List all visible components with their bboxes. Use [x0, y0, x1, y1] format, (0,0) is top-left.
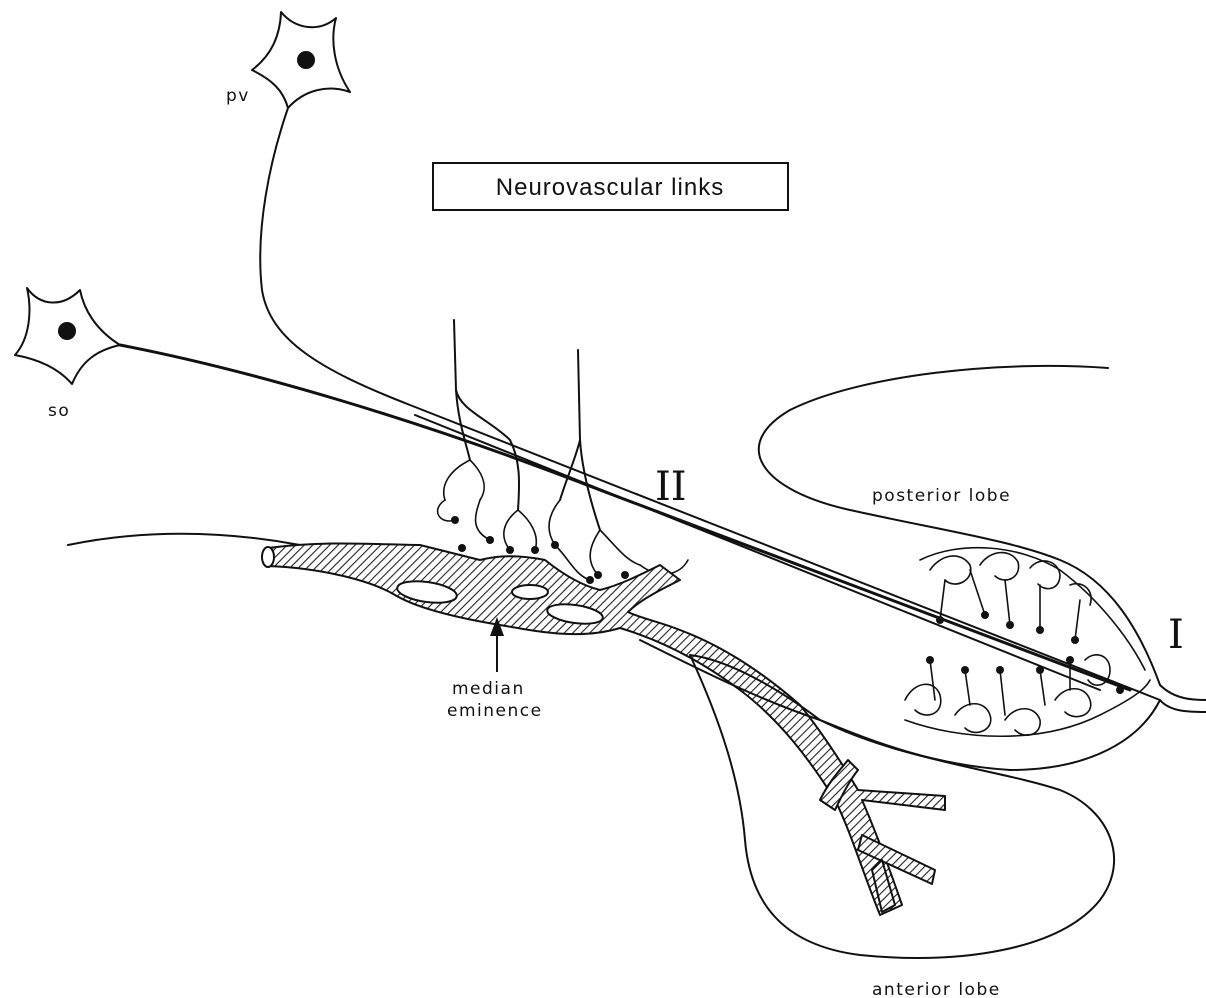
region-ii-label: II	[655, 464, 687, 510]
so-axon	[120, 345, 1130, 690]
median-eminence-label-line2: eminence	[447, 701, 543, 721]
ventricle-floor	[68, 534, 300, 545]
pv-label: pv	[226, 86, 250, 106]
region-i-label: I	[1168, 612, 1184, 658]
posterior-lobe-plexus	[905, 553, 1150, 737]
so-label: so	[48, 401, 70, 421]
median-eminence-label-line1: median	[452, 679, 525, 699]
anterior-lobe-label: anterior lobe	[872, 980, 1001, 998]
posterior-lobe-label: posterior lobe	[872, 486, 1011, 506]
posterior-lobe-outline	[759, 366, 1206, 700]
pv-neuron: pv	[226, 12, 1160, 700]
title-box: Neurovascular links	[433, 163, 788, 210]
median-eminence-fibres	[438, 320, 688, 594]
pv-nucleus	[297, 51, 315, 69]
diagram-title: Neurovascular links	[496, 174, 724, 201]
so-nucleus	[58, 322, 76, 340]
